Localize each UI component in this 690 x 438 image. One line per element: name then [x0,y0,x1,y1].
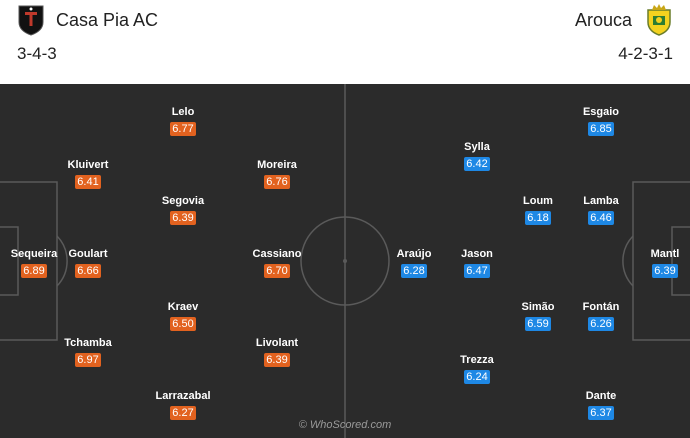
player-away-lamba[interactable]: Lamba 6.46 [561,195,641,226]
player-rating: 6.50 [170,317,196,331]
away-formation: 4-2-3-1 [618,44,673,63]
player-name: Simão [521,301,555,313]
player-home-lelo[interactable]: Lelo 6.77 [143,106,223,137]
casa-pia-crest-icon [17,4,45,36]
player-rating: 6.89 [21,264,47,278]
player-home-livolant[interactable]: Livolant 6.39 [237,337,317,368]
player-name: Lelo [171,106,195,118]
player-name: Sylla [464,141,490,153]
player-home-cassiano[interactable]: Cassiano 6.70 [237,248,317,279]
player-home-sequeira[interactable]: Sequeira 6.89 [0,248,74,279]
player-away-jason[interactable]: Jason 6.47 [437,248,517,279]
player-rating: 6.59 [525,317,551,331]
player-name: Moreira [257,159,297,171]
home-formation: 3-4-3 [17,44,57,63]
player-away-sylla[interactable]: Sylla 6.42 [437,141,517,172]
player-home-moreira[interactable]: Moreira 6.76 [237,159,317,190]
player-away-dante[interactable]: Dante 6.37 [561,390,641,421]
player-away-araujo[interactable]: Araújo 6.28 [374,248,454,279]
player-name: Fontán [582,301,620,313]
player-rating: 6.39 [170,211,196,225]
player-rating: 6.97 [75,353,101,367]
player-rating: 6.41 [75,175,101,189]
player-rating: 6.39 [264,353,290,367]
player-away-esgaio[interactable]: Esgaio 6.85 [561,106,641,137]
player-rating: 6.76 [264,175,290,189]
arouca-crest-icon [645,4,673,36]
player-rating: 6.27 [170,406,196,420]
player-rating: 6.47 [464,264,490,278]
player-home-goulart[interactable]: Goulart 6.66 [48,248,128,279]
player-name: Trezza [460,354,494,366]
player-rating: 6.70 [264,264,290,278]
home-team-name: Casa Pia AC [56,10,159,30]
player-name: Sequeira [10,248,58,260]
player-rating: 6.39 [652,264,678,278]
player-name: Tchamba [64,337,112,349]
player-home-kluivert[interactable]: Kluivert 6.41 [48,159,128,190]
whoscored-watermark: © WhoScored.com [298,419,392,431]
player-rating: 6.26 [588,317,614,331]
player-rating: 6.37 [588,406,614,420]
player-away-simao[interactable]: Simão 6.59 [498,301,578,332]
player-name: Segovia [161,195,205,207]
player-rating: 6.46 [588,211,614,225]
player-home-kraev[interactable]: Kraev 6.50 [143,301,223,332]
player-name: Livolant [255,337,299,349]
player-rating: 6.66 [75,264,101,278]
player-name: Loum [523,195,553,207]
match-header: Casa Pia AC 3-4-3 Arouca 4-2-3-1 [0,0,690,84]
player-name: Lamba [583,195,619,207]
away-team-name: Arouca [574,10,632,30]
player-name: Cassiano [252,248,302,260]
player-away-trezza[interactable]: Trezza 6.24 [437,354,517,385]
player-name: Esgaio [582,106,620,118]
player-rating: 6.85 [588,122,614,136]
player-name: Jason [461,248,493,260]
player-away-loum[interactable]: Loum 6.18 [498,195,578,226]
pitch: Sequeira 6.89 Kluivert 6.41 Goulart 6.66… [0,84,690,438]
player-home-larrazabal[interactable]: Larrazabal 6.27 [143,390,223,421]
player-name: Goulart [68,248,108,260]
player-rating: 6.42 [464,157,490,171]
player-home-tchamba[interactable]: Tchamba 6.97 [48,337,128,368]
player-name: Dante [585,390,617,402]
player-name: Kluivert [67,159,109,171]
player-rating: 6.77 [170,122,196,136]
player-rating: 6.28 [401,264,427,278]
player-name: Larrazabal [155,390,211,402]
player-away-fontan[interactable]: Fontán 6.26 [561,301,641,332]
player-rating: 6.18 [525,211,551,225]
player-rating: 6.24 [464,370,490,384]
pitch-markings [0,84,690,438]
player-name: Araújo [396,248,432,260]
player-away-mantl[interactable]: Mantl 6.39 [625,248,690,279]
player-home-segovia[interactable]: Segovia 6.39 [143,195,223,226]
player-name: Mantl [650,248,680,260]
player-name: Kraev [167,301,199,313]
